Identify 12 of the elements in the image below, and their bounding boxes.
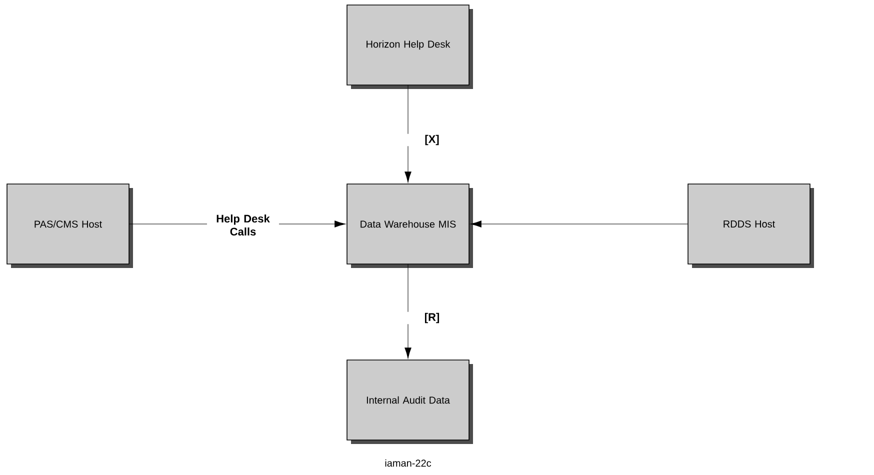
process-box: RDDS Host	[688, 184, 814, 268]
process-box: Data Warehouse MIS	[346, 184, 473, 268]
edge-label: [X]	[425, 134, 439, 146]
edge-label: [R]	[424, 312, 440, 324]
process-box: PAS/CMS Host	[6, 184, 133, 268]
arrow	[404, 85, 412, 183]
edge-label: Help Desk Calls	[216, 214, 270, 236]
arrow	[470, 220, 688, 228]
process-box: Horizon Help Desk	[346, 4, 473, 89]
process-box: Internal Audit Data	[346, 360, 473, 444]
arrow	[404, 264, 412, 359]
caption: iaman-22c	[385, 459, 432, 467]
